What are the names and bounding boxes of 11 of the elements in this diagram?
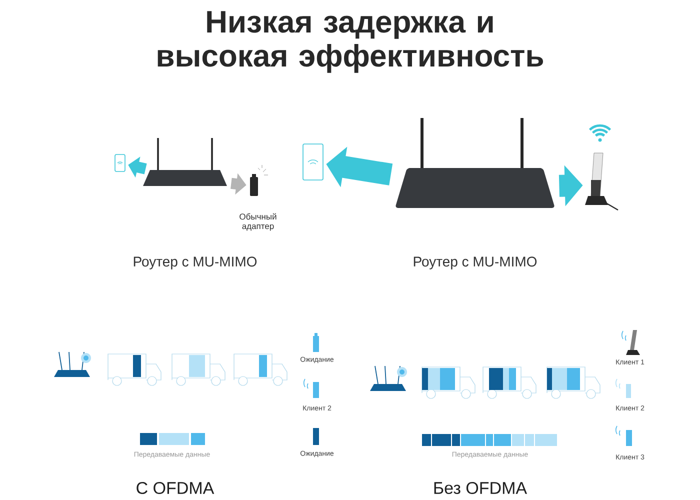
usb-adapter-drawing <box>585 124 618 211</box>
phone-drawing <box>302 144 324 180</box>
device-label: Роутер с MU-MIMO <box>414 256 537 270</box>
section-heading: С OFDMA <box>136 482 214 494</box>
phone-drawing <box>114 154 126 172</box>
device-label: Обычный адаптер <box>240 213 276 231</box>
device-label: Роутер с MU-MIMO <box>134 256 257 270</box>
title: Низкая задержка и высокая эффективность <box>158 11 543 73</box>
router-drawing <box>143 137 227 186</box>
router-drawing <box>396 116 554 208</box>
section-heading: Без OFDMA <box>434 482 528 494</box>
